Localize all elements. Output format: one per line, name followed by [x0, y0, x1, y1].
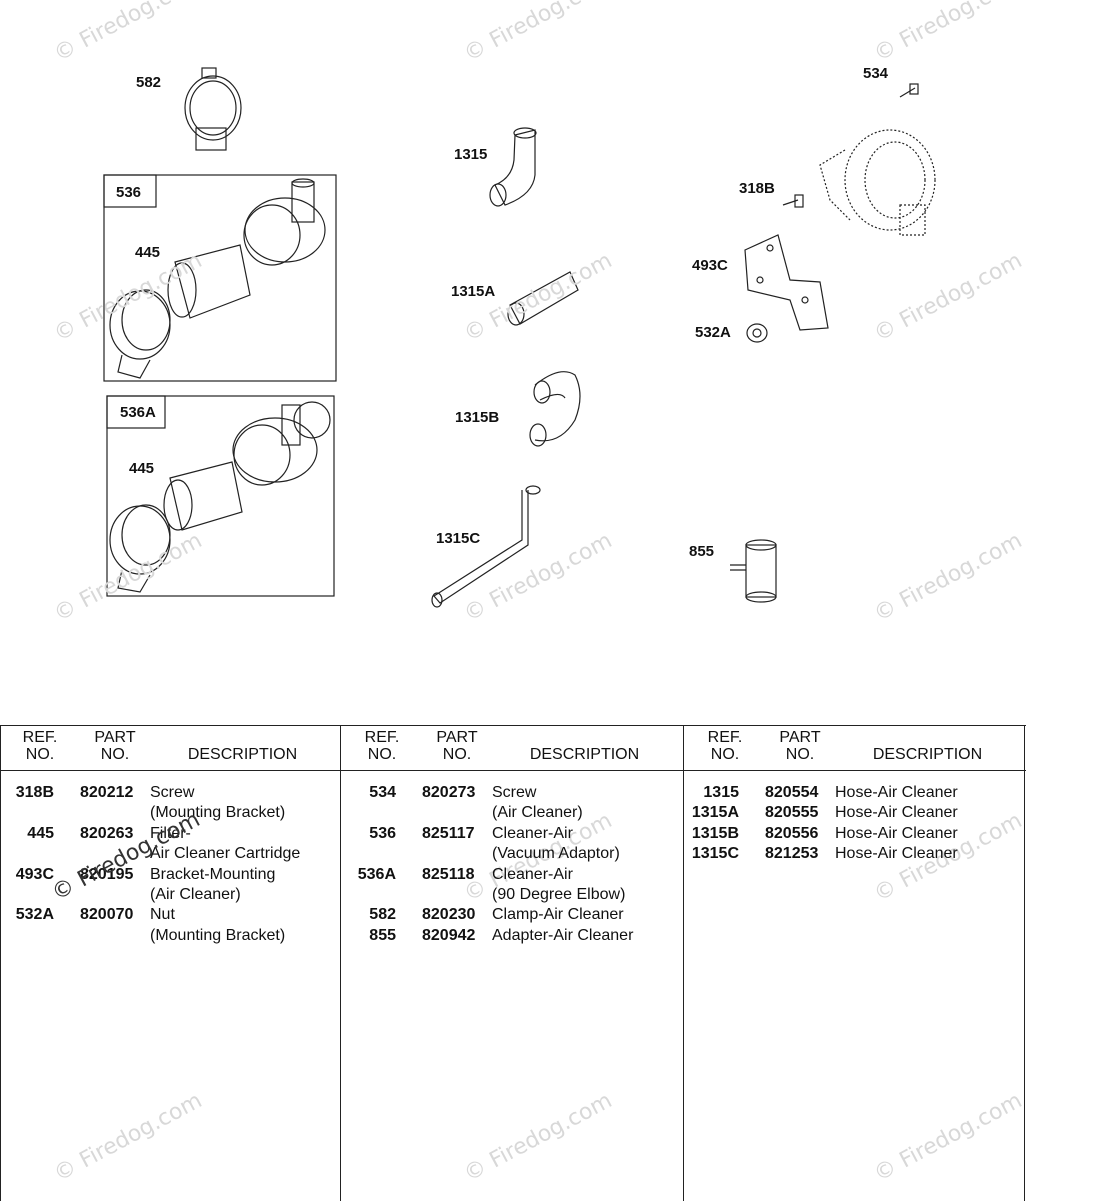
header-part-no: PART NO. [94, 729, 136, 763]
callout-582: 582 [136, 74, 162, 91]
ref-no: 1315B [691, 824, 739, 842]
cleaner-assembly-drawing [819, 129, 936, 236]
parts-diagram: 582 536 445 536A 445 1315 1315A 1315B 13… [103, 65, 936, 608]
ref-no: 445 [27, 824, 54, 842]
ref-no: 493C [15, 865, 54, 883]
ref-no: 855 [369, 926, 396, 944]
callout-536: 536 [116, 184, 142, 201]
header-description: DESCRIPTION [187, 746, 298, 763]
hose-1315-drawing [489, 127, 537, 207]
part-no: 820070 [80, 906, 134, 924]
description: Nut (Mounting Bracket) [150, 906, 286, 944]
callout-1315B: 1315B [455, 409, 500, 426]
description: Cleaner-Air (Vacuum Adaptor) [492, 824, 620, 863]
part-no: 820555 [765, 804, 819, 822]
ref-no: 532A [15, 906, 54, 924]
callout-534: 534 [863, 65, 889, 82]
description: Bracket-Mounting (Air Cleaner) [150, 865, 276, 903]
callout-855: 855 [689, 543, 715, 560]
callout-1315C: 1315C [436, 530, 481, 547]
description: Filter- Air Cleaner Cartridge [150, 824, 301, 863]
ref-no: 1315A [691, 804, 739, 822]
description: Clamp-Air Cleaner [492, 906, 624, 924]
parts-illustration [103, 67, 936, 608]
header-ref-no: REF. NO. [364, 729, 400, 763]
box-536A [106, 395, 335, 597]
callout-318B: 318B [739, 180, 775, 197]
part-no: 820556 [765, 824, 819, 842]
hose-1315A-drawing [507, 271, 579, 326]
callout-1315: 1315 [454, 146, 488, 163]
ref-no: 1315 [703, 784, 739, 801]
parts-table: REF. NO. PART NO. DESCRIPTION 318B 820212 Scr… [0, 725, 1026, 1201]
description: Hose-Air Cleaner [835, 784, 958, 801]
part-no: 825118 [422, 865, 475, 883]
callout-1315A: 1315A [451, 283, 496, 300]
air-cleaner-536-drawing [109, 178, 326, 379]
description: Adapter-Air Cleaner [492, 926, 634, 944]
header-description: DESCRIPTION [529, 746, 640, 763]
hose-1315B-drawing [529, 371, 581, 447]
part-no: 820230 [422, 906, 476, 924]
part-no: 821253 [765, 845, 819, 863]
callout-532A: 532A [695, 324, 731, 341]
part-no: 820195 [80, 865, 134, 883]
air-cleaner-536A-drawing [109, 401, 331, 593]
callout-445-b: 445 [129, 460, 155, 477]
ref-no: 534 [369, 784, 396, 801]
nut-532A-drawing [746, 323, 768, 343]
bracket-493C-drawing [744, 234, 829, 331]
header-ref-no: REF. NO. [707, 729, 743, 763]
ref-no: 536 [369, 824, 396, 842]
screw-318B-drawing [782, 194, 804, 208]
callout-493C: 493C [692, 257, 728, 274]
part-no: 820212 [80, 784, 134, 801]
hose-1315C-drawing [431, 485, 541, 608]
description: Hose-Air Cleaner [835, 824, 958, 842]
ref-no: 318B [15, 784, 54, 801]
part-no: 820263 [80, 824, 134, 842]
part-no: 820942 [422, 926, 476, 944]
part-no: 820273 [422, 784, 476, 801]
screw-534-drawing [899, 83, 919, 98]
description: Screw (Mounting Bracket) [150, 784, 286, 822]
header-part-no: PART NO. [436, 729, 478, 763]
ref-no: 582 [369, 906, 396, 924]
header-description: DESCRIPTION [872, 746, 983, 763]
adapter-855-drawing [730, 539, 777, 603]
clamp-582-drawing [184, 67, 242, 151]
description: Cleaner-Air (90 Degree Elbow) [492, 865, 626, 903]
description: Hose-Air Cleaner [835, 804, 958, 822]
ref-no: 1315C [691, 845, 739, 863]
ref-no: 536A [357, 865, 396, 883]
callout-536A: 536A [120, 404, 156, 421]
part-no: 820554 [765, 784, 819, 801]
box-536 [103, 174, 337, 382]
header-part-no: PART NO. [779, 729, 821, 763]
description: Hose-Air Cleaner [835, 845, 958, 863]
header-ref-no: REF. NO. [22, 729, 58, 763]
description: Screw (Air Cleaner) [492, 784, 583, 822]
part-no: 825117 [422, 824, 475, 842]
callout-445-a: 445 [135, 244, 161, 261]
